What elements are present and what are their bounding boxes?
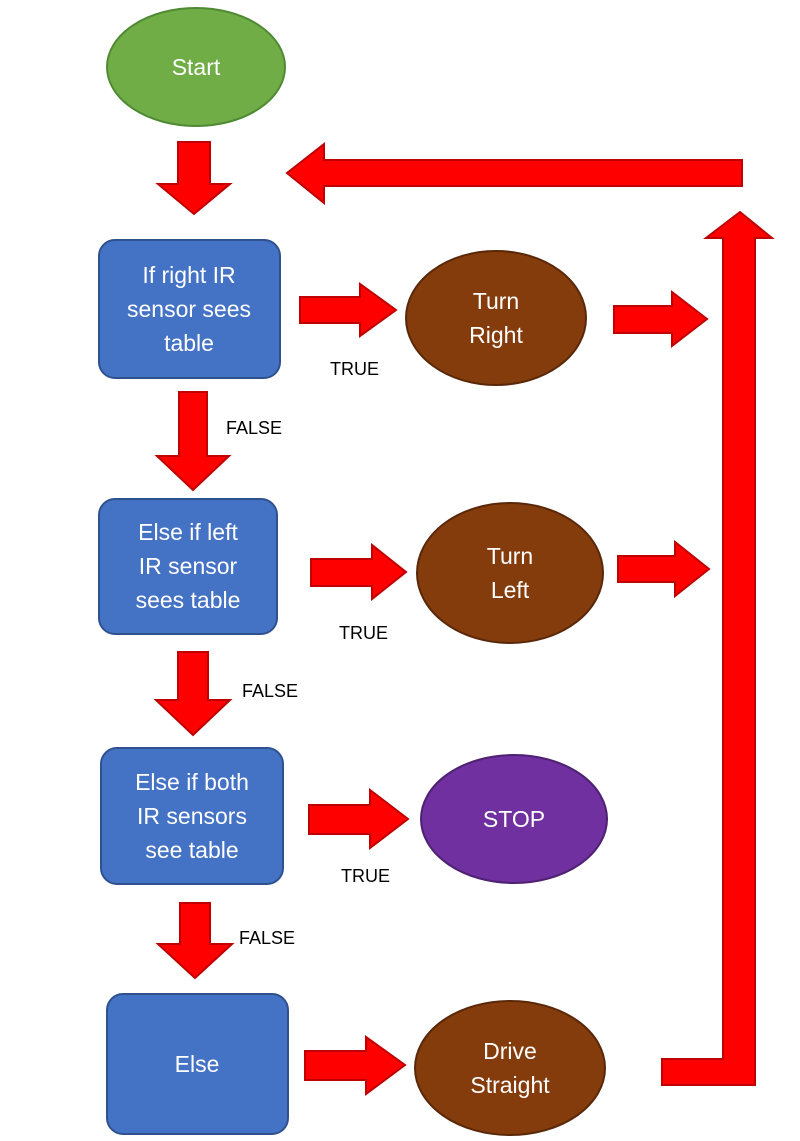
- stop-line-1: STOP: [483, 806, 545, 832]
- left-sensor-line-2: IR sensor: [139, 553, 238, 579]
- left-sensor-label: Else if left IR sensor sees table: [136, 519, 241, 613]
- right-sensor-line-2: sensor sees: [127, 296, 251, 322]
- turn-left-line-2: Left: [491, 577, 530, 603]
- arrow-loop-back-to-top: [285, 141, 743, 206]
- arrow-loop-up: [661, 210, 775, 1086]
- arrow-true-to-turn-right: [299, 282, 398, 338]
- arrow-false-to-left-sensor: [154, 391, 232, 492]
- start-label: Start: [172, 54, 221, 80]
- arrow-start-to-right-sensor: [155, 141, 233, 216]
- drive-straight-line-1: Drive: [483, 1038, 537, 1064]
- turn-right-line-1: Turn: [473, 288, 519, 314]
- drive-straight-node: [414, 1000, 606, 1136]
- arrow-turn-left-to-loop: [617, 539, 711, 599]
- left-sensor-decision: [98, 498, 278, 635]
- edge-label-true-left: TRUE: [339, 623, 388, 643]
- both-sensors-line-3: see table: [145, 837, 238, 863]
- edge-label-true-right: TRUE: [330, 359, 379, 379]
- else-line-1: Else: [175, 1051, 220, 1077]
- arrow-true-to-stop: [308, 787, 410, 851]
- turn-right-node: [405, 250, 587, 386]
- else-label: Else: [175, 1051, 220, 1077]
- right-sensor-decision: [98, 239, 281, 379]
- stop-node: [420, 754, 608, 884]
- turn-left-line-1: Turn: [487, 543, 533, 569]
- both-sensors-decision: [100, 747, 284, 885]
- arrow-false-to-both-sensors: [153, 651, 233, 737]
- right-sensor-line-3: table: [164, 330, 214, 356]
- both-sensors-label: Else if both IR sensors see table: [135, 769, 249, 863]
- stop-label: STOP: [483, 806, 545, 832]
- left-sensor-line-1: Else if left: [138, 519, 238, 545]
- start-line-1: Start: [172, 54, 221, 80]
- turn-left-node: [416, 502, 604, 644]
- arrow-false-to-else: [155, 902, 235, 980]
- both-sensors-line-1: Else if both: [135, 769, 249, 795]
- else-decision: [106, 993, 289, 1135]
- edge-label-true-both: TRUE: [341, 866, 390, 886]
- right-sensor-label: If right IR sensor sees table: [127, 262, 251, 356]
- turn-right-line-2: Right: [469, 322, 523, 348]
- right-sensor-line-1: If right IR: [142, 262, 235, 288]
- drive-straight-line-2: Straight: [470, 1072, 550, 1098]
- start-node: [106, 7, 286, 127]
- arrow-true-to-turn-left: [310, 542, 408, 602]
- edge-label-false-left: FALSE: [242, 681, 298, 701]
- left-sensor-line-3: sees table: [136, 587, 241, 613]
- edge-label-false-both: FALSE: [239, 928, 295, 948]
- both-sensors-line-2: IR sensors: [137, 803, 247, 829]
- arrow-else-to-drive-straight: [304, 1035, 407, 1096]
- edge-label-false-right: FALSE: [226, 418, 282, 438]
- arrow-turn-right-to-loop: [613, 289, 709, 349]
